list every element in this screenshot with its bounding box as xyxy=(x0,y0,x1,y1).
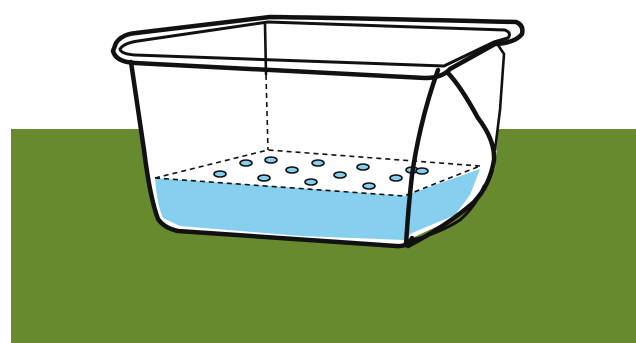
drainage-hole-icon xyxy=(214,171,226,177)
drainage-hole-icon xyxy=(305,179,317,185)
drainage-hole-icon xyxy=(357,164,369,170)
drainage-hole-icon xyxy=(363,183,375,189)
bin-back-left-edge xyxy=(265,24,266,74)
drainage-hole-icon xyxy=(416,168,428,174)
drainage-hole-icon xyxy=(258,175,270,181)
drainage-hole-icon xyxy=(334,172,346,178)
drainage-hole-icon xyxy=(240,160,252,166)
drainage-hole-icon xyxy=(286,167,298,173)
drainage-hole-icon xyxy=(265,157,277,163)
drainage-hole-icon xyxy=(390,175,402,181)
drainage-hole-icon xyxy=(312,160,324,166)
